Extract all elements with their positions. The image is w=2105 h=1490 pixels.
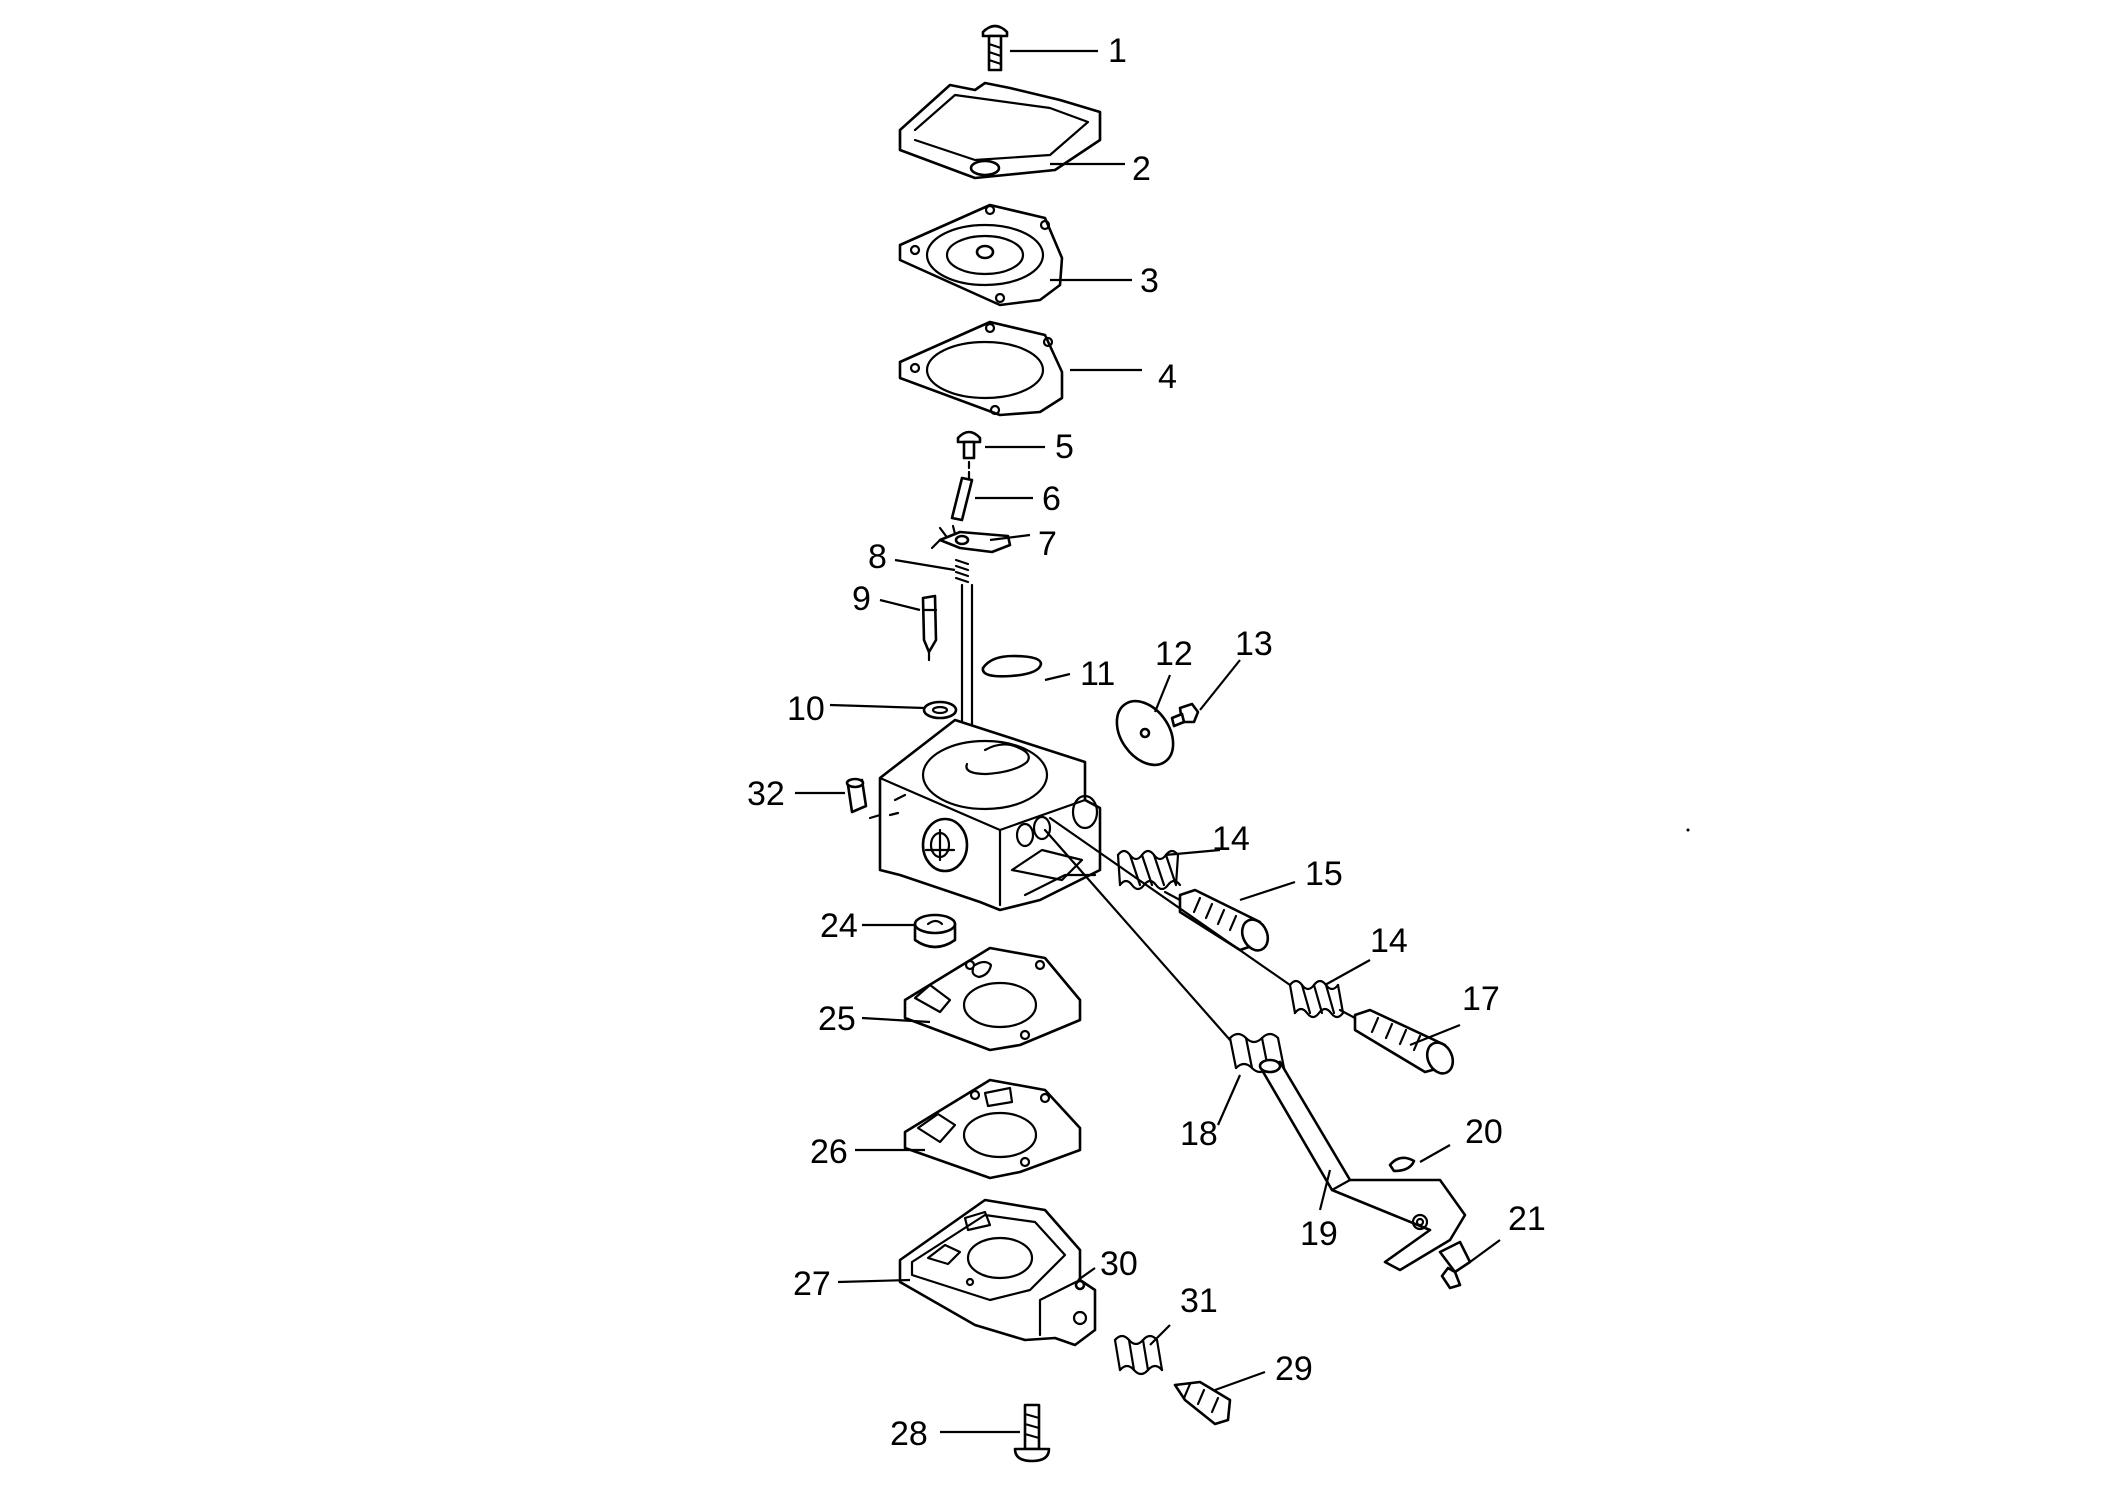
callout-21: 21 (1508, 1200, 1546, 1238)
part-29-needle (1173, 1380, 1232, 1426)
callout-3: 3 (1140, 262, 1159, 300)
callout-30: 30 (1100, 1245, 1138, 1283)
part-9-needle-valve (921, 594, 938, 662)
part-1-screw (981, 24, 1009, 72)
part-5-screw (956, 430, 982, 480)
callout-10: 10 (787, 690, 825, 728)
part-20-clip (1388, 1156, 1416, 1173)
callout-5: 5 (1055, 428, 1074, 466)
callout-17: 17 (1462, 980, 1500, 1018)
callout-13: 13 (1235, 625, 1273, 663)
callout-25: 25 (818, 1000, 856, 1038)
callout-1: 1 (1108, 32, 1127, 70)
part-2-cover (898, 81, 1102, 180)
part-17-needle (1338, 1008, 1455, 1075)
carburetor-body (868, 718, 1102, 912)
callout-2: 2 (1132, 150, 1151, 188)
callout-31: 31 (1180, 1282, 1218, 1320)
callout-28: 28 (890, 1415, 928, 1453)
callout-26: 26 (810, 1133, 848, 1171)
callout-14-upper: 14 (1212, 820, 1250, 858)
part-15-needle (1163, 888, 1270, 952)
part-13-screw (1170, 702, 1200, 728)
throttle-shaft-guide (1043, 828, 1232, 1042)
callout-27: 27 (793, 1265, 831, 1303)
callout-29: 29 (1275, 1350, 1313, 1388)
part-21-screw (1438, 1240, 1472, 1290)
callout-18: 18 (1180, 1115, 1218, 1153)
part-14-spring-lower (1288, 979, 1345, 1019)
callout-11: 11 (1080, 655, 1115, 693)
stray-mark (1686, 828, 1690, 832)
part-26-gasket (903, 1078, 1082, 1180)
part-8-spring (954, 558, 970, 584)
callout-14-lower: 14 (1370, 922, 1408, 960)
part-24-cap (913, 913, 957, 949)
callout-4: 4 (1158, 358, 1177, 396)
part-3-diaphragm (898, 203, 1064, 307)
throttle-shaft-guide-2 (1048, 816, 1292, 987)
part-19-throttle-shaft (1258, 1058, 1467, 1272)
part-7-lever (930, 524, 1012, 554)
callout-numbers: 1 2 3 4 5 6 7 8 9 10 11 12 13 32 14 15 1… (747, 32, 1546, 1453)
callout-24: 24 (820, 907, 858, 945)
part-11-gasket (981, 654, 1043, 678)
part-4-gasket (898, 320, 1064, 417)
part-12-disc (1115, 699, 1175, 767)
part-27-pump-cover (898, 1198, 1097, 1347)
callout-7: 7 (1038, 525, 1057, 563)
part-6-pin (950, 476, 974, 522)
callout-32: 32 (747, 775, 785, 813)
callout-6: 6 (1042, 480, 1061, 518)
callout-19: 19 (1300, 1215, 1338, 1253)
part-28-screw (1013, 1403, 1051, 1463)
callout-9: 9 (852, 580, 871, 618)
callout-20: 20 (1465, 1113, 1503, 1151)
part-30-check-ball (1074, 1279, 1086, 1291)
part-14-spring-upper (1116, 849, 1182, 891)
part-31-spring (1113, 1334, 1164, 1376)
part-25-gasket (903, 946, 1082, 1052)
callout-15: 15 (1305, 855, 1343, 893)
part-32-nut (845, 777, 868, 814)
leader-lines (795, 49, 1501, 1434)
callout-8: 8 (868, 538, 887, 576)
callout-12: 12 (1155, 635, 1193, 673)
part-10-seal (922, 700, 958, 720)
